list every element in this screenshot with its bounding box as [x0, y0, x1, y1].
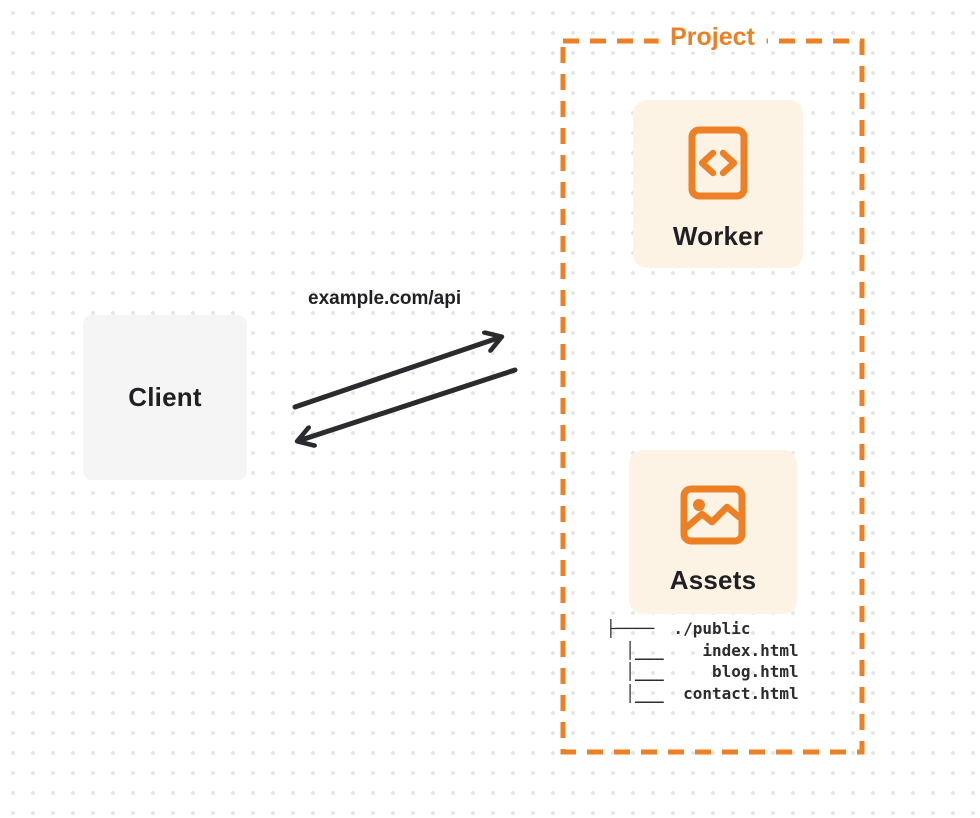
- code-file-icon: [688, 126, 748, 200]
- request-url-label: example.com/api: [308, 288, 462, 309]
- worker-label: Worker: [672, 221, 764, 251]
- project-label: Project: [658, 22, 767, 52]
- file-tree-item: │___ contact.html: [606, 684, 799, 704]
- request-response-arrows: [292, 322, 518, 462]
- file-tree-item: │___ index.html: [606, 640, 799, 660]
- request-arrow: [292, 337, 501, 410]
- file-tree: ├──── ./public │___ index.html │___ blog…: [606, 618, 799, 705]
- project-boundary: Project Worker Assets ├──── ./public │__…: [560, 22, 865, 755]
- assets-node: Assets: [629, 450, 797, 614]
- file-tree-root: ├──── ./public: [606, 619, 751, 638]
- response-arrow: [298, 367, 518, 441]
- client-label: Client: [128, 382, 202, 412]
- file-tree-item: │___ blog.html: [606, 662, 799, 682]
- image-icon: [680, 485, 746, 545]
- client-node: Client: [83, 315, 247, 480]
- assets-label: Assets: [669, 565, 757, 595]
- worker-node: Worker: [633, 100, 803, 268]
